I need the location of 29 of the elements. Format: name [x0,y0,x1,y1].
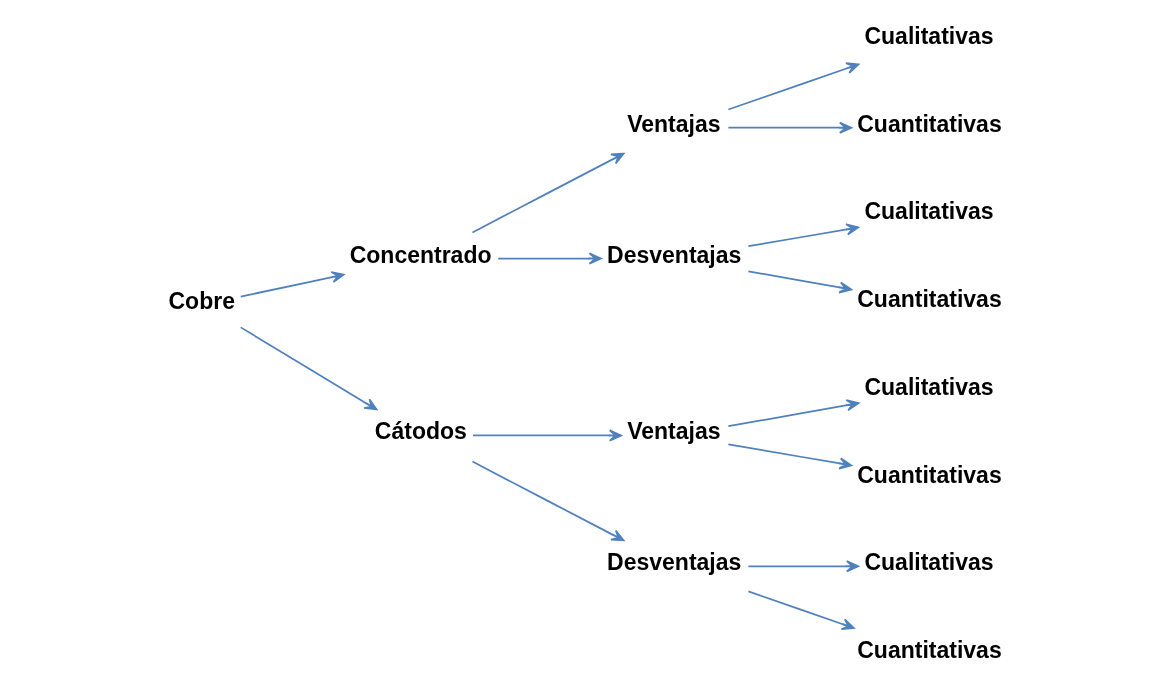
node-text: Ventajas [627,110,721,137]
arrow [747,223,860,248]
arrow [239,326,378,411]
node-text: Desventajas [607,241,742,268]
node-text: Desventajas [607,549,742,576]
arrow [727,62,860,111]
node-text: Cátodos [374,418,467,445]
node-text: Concentrado [349,241,492,268]
arrow [727,443,853,470]
node-text: Cobre [168,287,235,314]
node-text: Cualitativas [864,373,994,400]
node-text: Cuantitativas [857,286,1002,313]
node-text: Ventajas [627,418,721,445]
node-text: Cuantitativas [857,110,1002,137]
arrow [239,271,345,298]
node-text: Cuantitativas [857,461,1002,488]
arrow [471,152,625,234]
node-text: Cualitativas [864,549,994,576]
arrow [497,252,602,265]
arrow [471,460,625,542]
arrow [727,121,853,134]
arrow [747,590,855,631]
node-text: Cualitativas [864,23,994,50]
node-text: Cuantitativas [857,637,1002,664]
arrow [472,429,623,442]
arrow [747,560,860,573]
arrow [727,399,860,428]
arrow [747,270,853,294]
node-text: Cualitativas [864,198,994,225]
